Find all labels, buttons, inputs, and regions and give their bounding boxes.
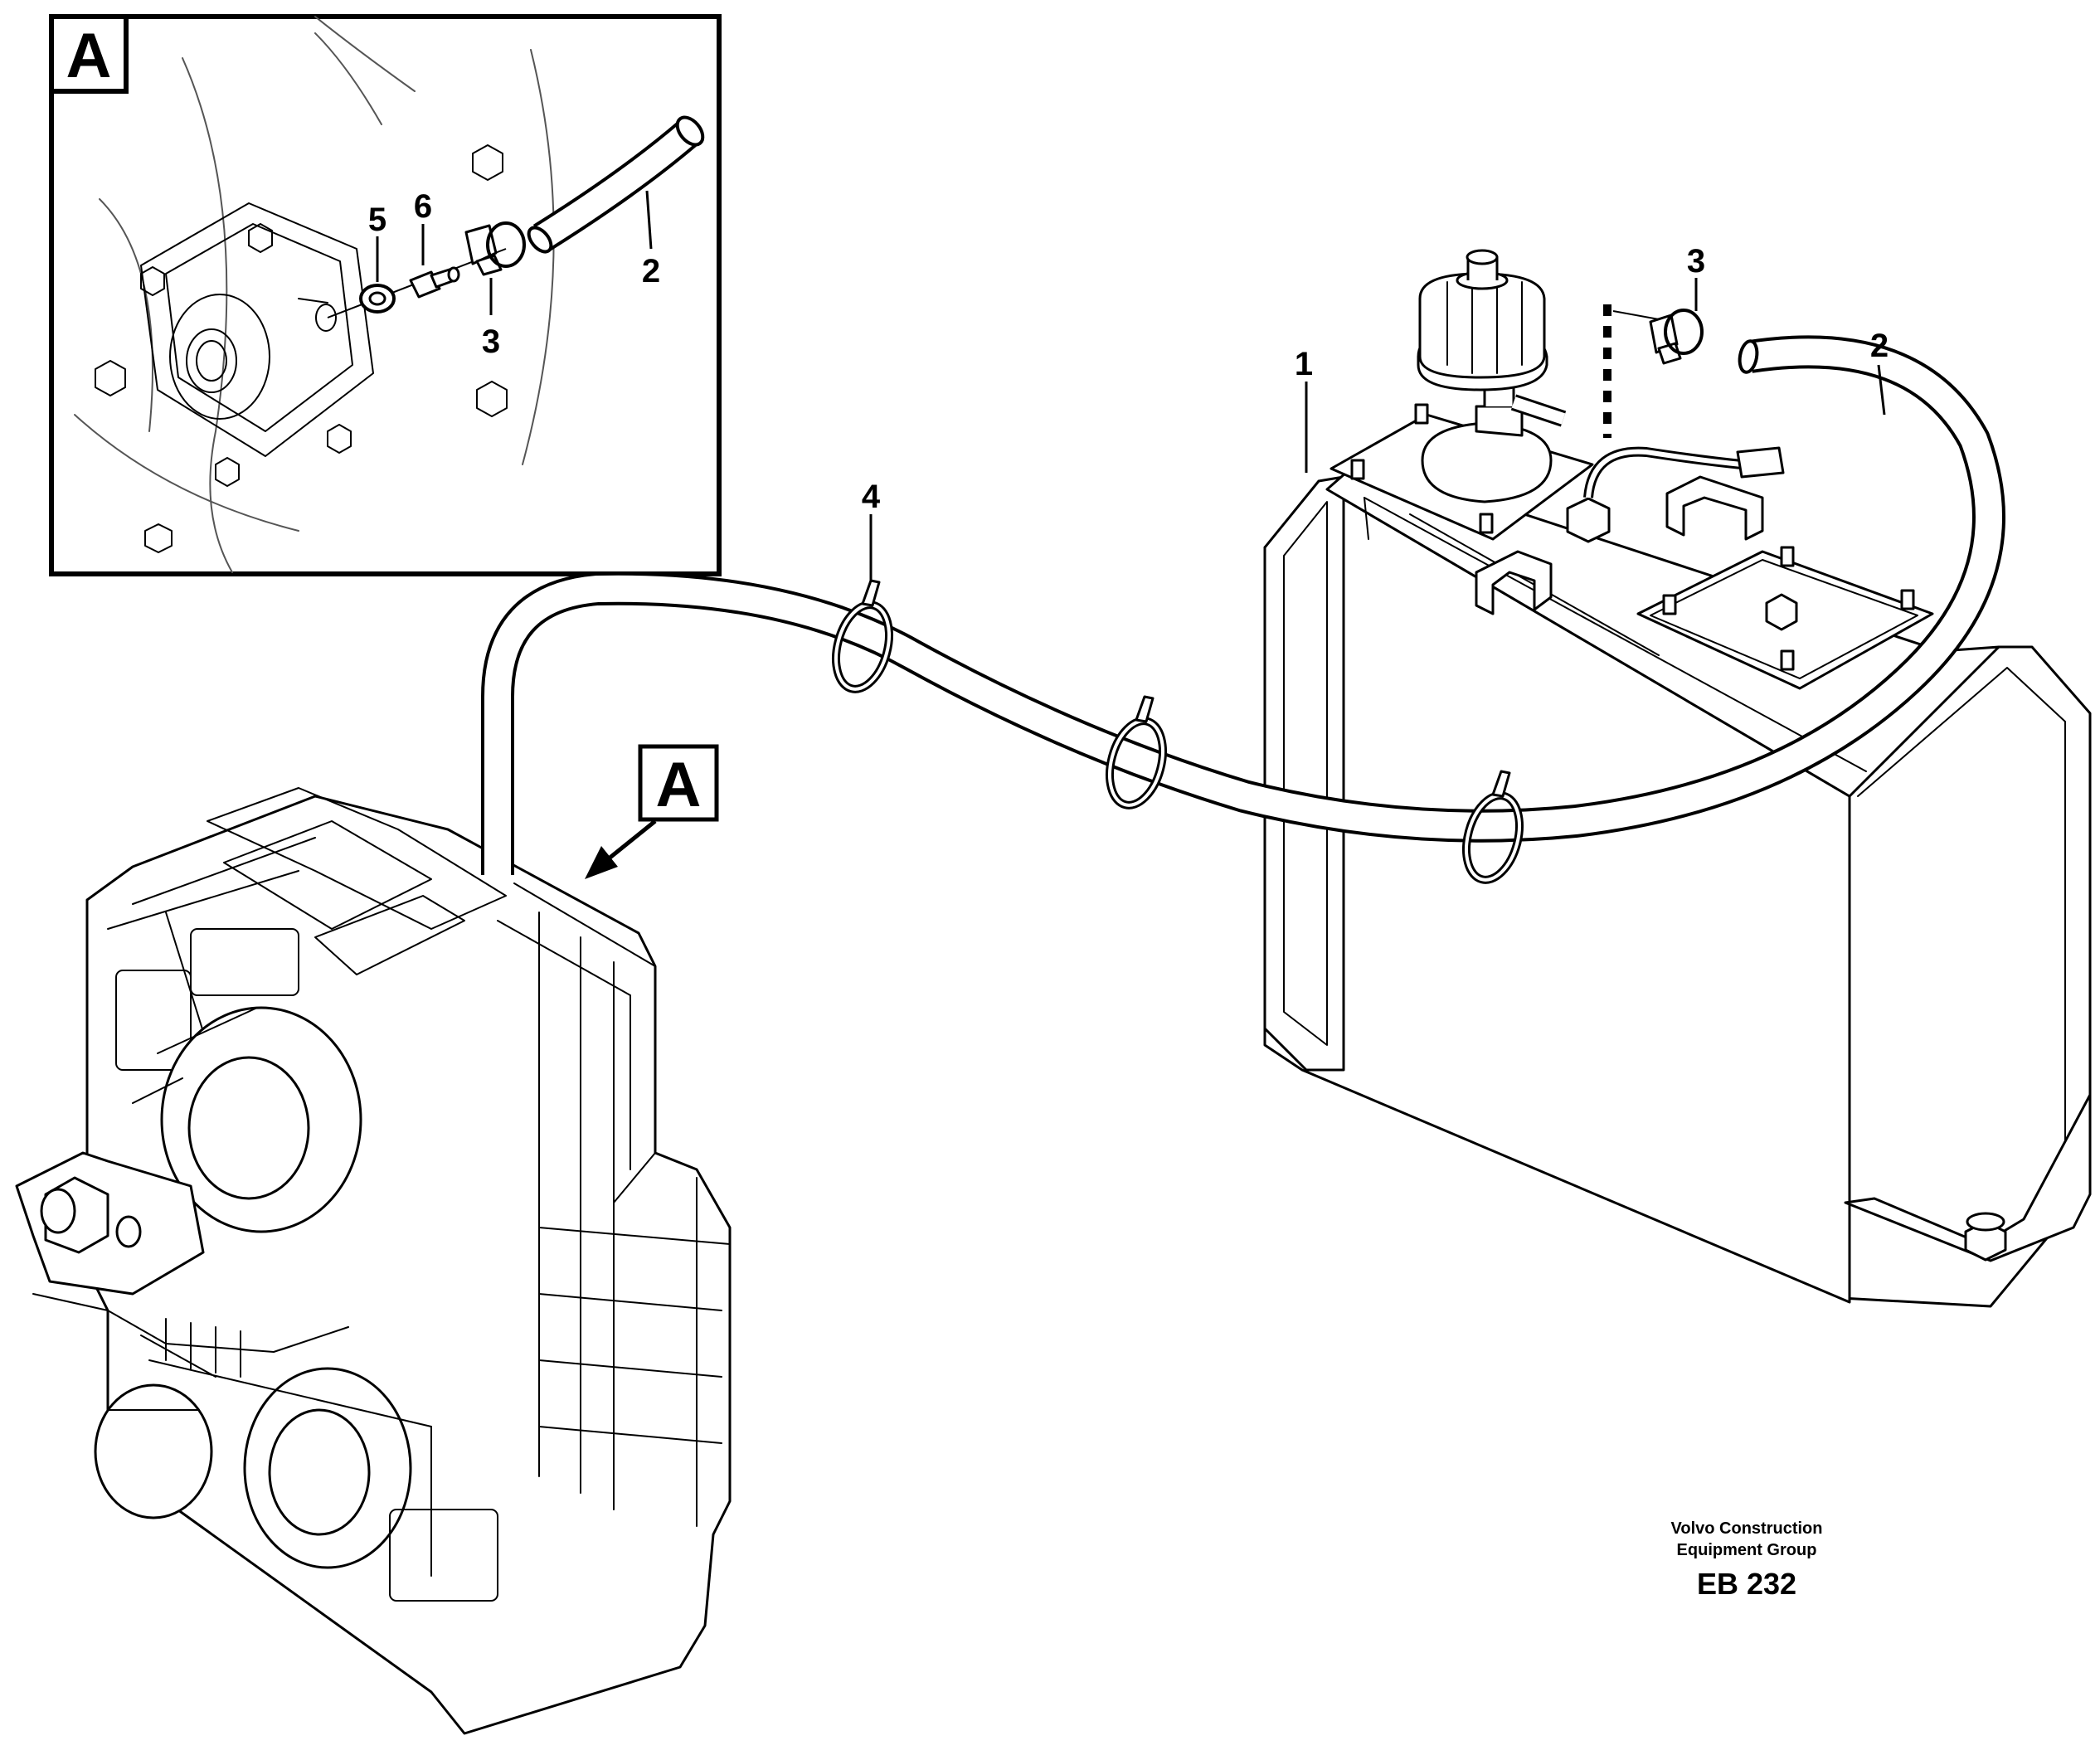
cable-tie bbox=[832, 579, 893, 693]
detail-housing-drawing bbox=[74, 16, 555, 573]
label-clamp: 3 bbox=[1687, 243, 1705, 280]
label-cable-tie: 4 bbox=[862, 479, 881, 515]
drawing-footer: Volvo Construction Equipment Group EB 23… bbox=[1671, 1519, 1823, 1601]
main-view-callout-box bbox=[638, 744, 719, 822]
clamp-axis-line bbox=[1612, 310, 1660, 320]
tank-studs bbox=[1350, 403, 1915, 671]
footer-drawing-id: EB 232 bbox=[1697, 1567, 1796, 1601]
detail-label-hose: 2 bbox=[642, 253, 660, 289]
main-view-callout: A bbox=[585, 744, 719, 879]
tank-bracket bbox=[1665, 475, 1764, 541]
detail-label-nipple: 6 bbox=[414, 188, 432, 225]
tank-sensor bbox=[1566, 497, 1611, 543]
main-hose-clamp bbox=[1649, 309, 1704, 365]
detail-label-washer: 5 bbox=[368, 202, 386, 238]
main-return-hose bbox=[481, 335, 2005, 875]
tank-filler-cap bbox=[1417, 249, 1567, 503]
detail-hose-clamp bbox=[464, 221, 526, 276]
detail-hose bbox=[527, 115, 705, 254]
detail-view-a: A bbox=[49, 14, 722, 576]
tank-connector bbox=[1736, 446, 1785, 479]
label-hose: 2 bbox=[1870, 328, 1889, 364]
main-view-callout-letter: A bbox=[656, 750, 702, 820]
main-view-callout-arrowhead bbox=[585, 846, 618, 879]
detail-view-callout-letter: A bbox=[66, 21, 112, 91]
detail-leader-hose bbox=[645, 190, 653, 250]
detail-view-callout-box bbox=[49, 14, 129, 94]
cable-tie bbox=[1462, 770, 1524, 884]
detail-label-clamp: 3 bbox=[482, 323, 500, 360]
detail-washer bbox=[359, 284, 396, 314]
footer-company-line1: Volvo Construction bbox=[1671, 1519, 1823, 1538]
tank-foot-bracket bbox=[1844, 1093, 2092, 1262]
detail-bolt-heads bbox=[95, 144, 508, 553]
hydraulic-tank bbox=[1263, 249, 2092, 1308]
leader-hose bbox=[1877, 364, 1886, 416]
cable-tie bbox=[1106, 695, 1167, 810]
tank-bracket bbox=[1475, 550, 1553, 615]
transmission-housing bbox=[15, 787, 732, 1735]
detail-nipple bbox=[409, 266, 460, 299]
cable-ties bbox=[832, 579, 1524, 884]
footer-company-line2: Equipment Group bbox=[1677, 1541, 1817, 1559]
label-tank: 1 bbox=[1295, 346, 1313, 382]
transmission-plug bbox=[94, 1383, 213, 1519]
